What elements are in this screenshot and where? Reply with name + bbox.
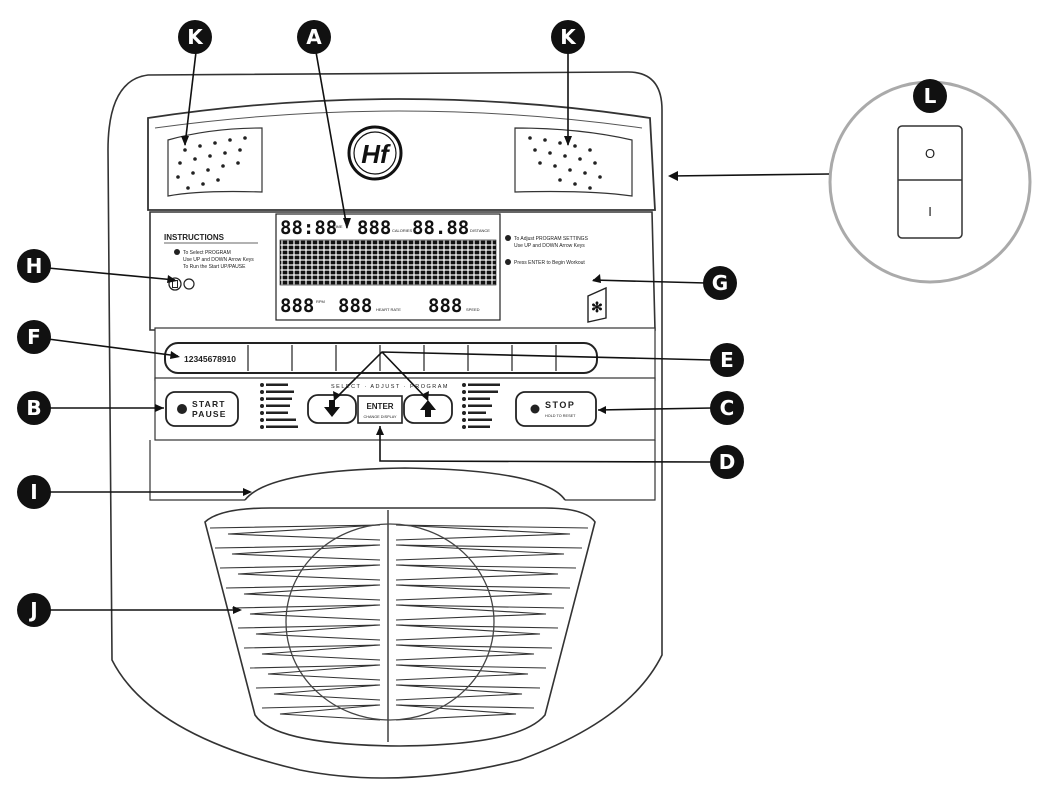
marker-a: A [297,20,331,54]
enter-button[interactable]: ENTER CHANGE DISPLAY [357,395,403,424]
leader-f [47,338,179,357]
stop-button[interactable]: STOP HOLD TO RESET [515,391,597,427]
svg-text:SELECT · ADJUST · PROGRAM: SELECT · ADJUST · PROGRAM [331,384,449,390]
leader-a [315,51,348,229]
svg-text:I: I [30,480,37,504]
svg-text:H: H [26,254,43,278]
leader-c [597,407,713,411]
arrow-down-icon [324,400,340,417]
fan-grille [204,507,596,747]
marker-e: E [710,343,744,377]
svg-text:STOP: STOP [545,400,575,410]
instructions-left: INSTRUCTIONS To Select PROGRAM Use UP an… [164,233,258,270]
svg-text:Press ENTER to Begin Workout: Press ENTER to Begin Workout [514,260,585,266]
svg-text:HOLD TO RESET: HOLD TO RESET [545,414,576,418]
svg-text:E: E [720,348,734,372]
marker-h: H [17,249,51,283]
svg-text:SPEED: SPEED [466,307,480,312]
start-pause-button[interactable]: START PAUSE [165,391,239,427]
marker-k-left: K [178,20,212,54]
accessory-tray [244,467,566,501]
leader-e [333,351,713,401]
power-switch[interactable]: O I [925,146,935,219]
marker-d: D [710,445,744,479]
leader-d [379,426,713,463]
marker-f: F [17,320,51,354]
speaker-left [167,127,263,197]
svg-text:J: J [28,598,37,622]
svg-text:Use UP and DOWN Arrow Keys: Use UP and DOWN Arrow Keys [183,257,254,263]
svg-text:TIME: TIME [333,224,343,229]
svg-text:INSTRUCTIONS: INSTRUCTIONS [164,233,225,242]
svg-text:888: 888 [338,295,372,317]
svg-text:888: 888 [357,217,391,239]
svg-text:G: G [712,271,728,295]
svg-text:To Select PROGRAM: To Select PROGRAM [183,250,231,256]
svg-text:I: I [928,204,932,219]
leader-g [592,279,707,284]
svg-text:PAUSE: PAUSE [192,409,227,419]
leader-k-left [184,51,197,146]
svg-text:Hf: Hf [361,139,391,169]
svg-text:K: K [560,25,577,49]
fan-button[interactable]: ✻ [587,286,607,323]
svg-text:88.88: 88.88 [412,217,469,239]
svg-text:B: B [26,396,41,420]
fan-icon: ✻ [591,299,603,315]
instructions-right: To Adjust PROGRAM SETTINGS Use UP and DO… [505,235,589,266]
speaker-right [514,127,633,197]
svg-text:888: 888 [280,295,314,317]
brand-logo: Hf [347,125,403,181]
console-lower-edge [149,440,656,501]
svg-text:12345678910: 12345678910 [184,354,236,364]
svg-text:Use UP and DOWN Arrow Keys: Use UP and DOWN Arrow Keys [514,243,585,249]
lcd-dot-matrix [279,239,497,286]
marker-l: L [913,79,947,113]
svg-text:A: A [306,25,322,49]
svg-text:D: D [719,450,736,474]
svg-text:CHANGE DISPLAY: CHANGE DISPLAY [363,415,397,419]
down-arrow-button[interactable] [307,394,357,424]
lcd-display: 88:88 TIME 888 CALORIES 88.88 DISTANCE 8… [275,213,501,321]
svg-text:RPM: RPM [316,299,325,304]
power-switch-inset: O I [828,80,1032,284]
marker-b: B [17,391,51,425]
svg-text:88:88: 88:88 [280,217,337,239]
leader-h [47,267,176,281]
svg-text:HEART RATE: HEART RATE [376,307,401,312]
stop-icon [530,404,540,414]
marker-g: G [703,266,737,300]
marker-c: C [710,391,744,425]
marker-i: I [17,475,51,509]
svg-text:C: C [720,396,735,420]
heart-rate-sensor [168,277,195,291]
play-pause-icon [177,404,187,414]
svg-text:ENTER: ENTER [366,402,393,411]
svg-text:L: L [924,84,937,108]
leader-l [669,173,830,177]
svg-text:To Adjust PROGRAM SETTINGS: To Adjust PROGRAM SETTINGS [514,236,589,242]
program-strip: 12345678910 [154,327,656,381]
svg-text:O: O [925,146,935,161]
arrow-up-icon [420,400,436,417]
svg-text:START: START [192,399,226,409]
svg-text:888: 888 [428,295,462,317]
svg-text:CALORIES: CALORIES [392,228,413,233]
svg-text:To Run the Start UP/PAUSE: To Run the Start UP/PAUSE [183,264,246,270]
svg-text:DISTANCE: DISTANCE [470,228,490,233]
svg-text:F: F [27,325,41,349]
svg-text:K: K [187,25,204,49]
marker-j: J [17,593,51,627]
marker-k-right: K [551,20,585,54]
